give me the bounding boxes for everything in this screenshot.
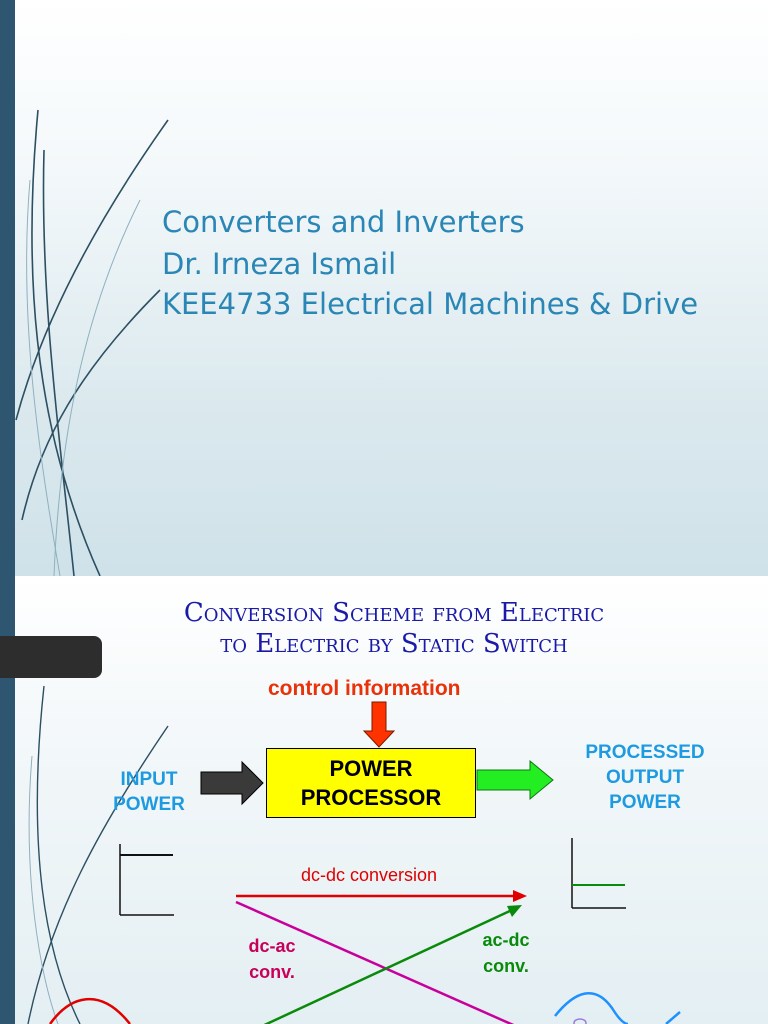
processor-line-1: POWER xyxy=(329,756,413,781)
output-dc-waveform xyxy=(571,838,626,909)
input-label-line-2: POWER xyxy=(113,794,185,815)
dc-ac-arrow xyxy=(235,900,515,1024)
input-arrow xyxy=(200,760,264,806)
input-label-line-1: INPUT xyxy=(120,769,178,790)
waveform-marker xyxy=(573,1018,587,1024)
dc-dc-conversion-label: dc-dc conversion xyxy=(301,865,438,885)
output-ac-waveform xyxy=(554,992,629,1024)
conversion-diagram xyxy=(48,701,681,1024)
title-slide: Converters and Inverters Dr. Irneza Isma… xyxy=(0,0,768,576)
output-ac-waveform-tail xyxy=(665,1011,681,1024)
output-label-line-1: PROCESSED xyxy=(585,742,705,763)
ac-dc-arrowhead xyxy=(507,905,522,917)
slide-tab xyxy=(0,636,102,678)
processor-line-2: PROCESSOR xyxy=(300,785,442,810)
slide-left-bar xyxy=(0,576,15,1024)
dc-ac-line-1: dc-ac xyxy=(248,936,296,956)
title-line-1: Converters and Inverters xyxy=(162,205,525,239)
slide-heading-line-1: Conversion Scheme from Electric xyxy=(183,598,605,628)
ac-dc-arrow xyxy=(263,908,513,1024)
slide-heading-line-2: to Electric by Static Switch xyxy=(220,629,568,659)
control-arrow xyxy=(362,701,396,748)
title-line-2: Dr. Irneza Ismail xyxy=(162,247,397,281)
dc-dc-arrowhead xyxy=(513,890,527,902)
power-processor-box: POWER PROCESSOR xyxy=(266,748,476,818)
control-information-label: control information xyxy=(268,677,461,700)
slide-left-bar xyxy=(0,0,15,576)
input-ac-waveform xyxy=(48,997,131,1024)
output-label-line-2: OUTPUT xyxy=(605,767,685,788)
input-power-label: INPUT POWER xyxy=(110,767,188,817)
ac-dc-line-1: ac-dc xyxy=(482,930,530,950)
processed-output-power-label: PROCESSED OUTPUT POWER xyxy=(578,740,712,815)
decorative-curves xyxy=(27,685,169,1024)
dc-ac-line-2: conv. xyxy=(249,962,295,982)
title-line-3: KEE4733 Electrical Machines & Drive xyxy=(162,287,699,321)
ac-dc-line-2: conv. xyxy=(483,956,529,976)
decorative-curves xyxy=(15,109,169,576)
content-slide: Conversion Scheme from Electric to Elect… xyxy=(0,576,768,1024)
dc-ac-label: dc-ac conv. xyxy=(236,933,308,985)
output-arrow xyxy=(476,759,554,801)
input-dc-waveform xyxy=(119,844,174,916)
output-label-line-3: POWER xyxy=(609,792,681,813)
ac-dc-label: ac-dc conv. xyxy=(470,927,542,979)
